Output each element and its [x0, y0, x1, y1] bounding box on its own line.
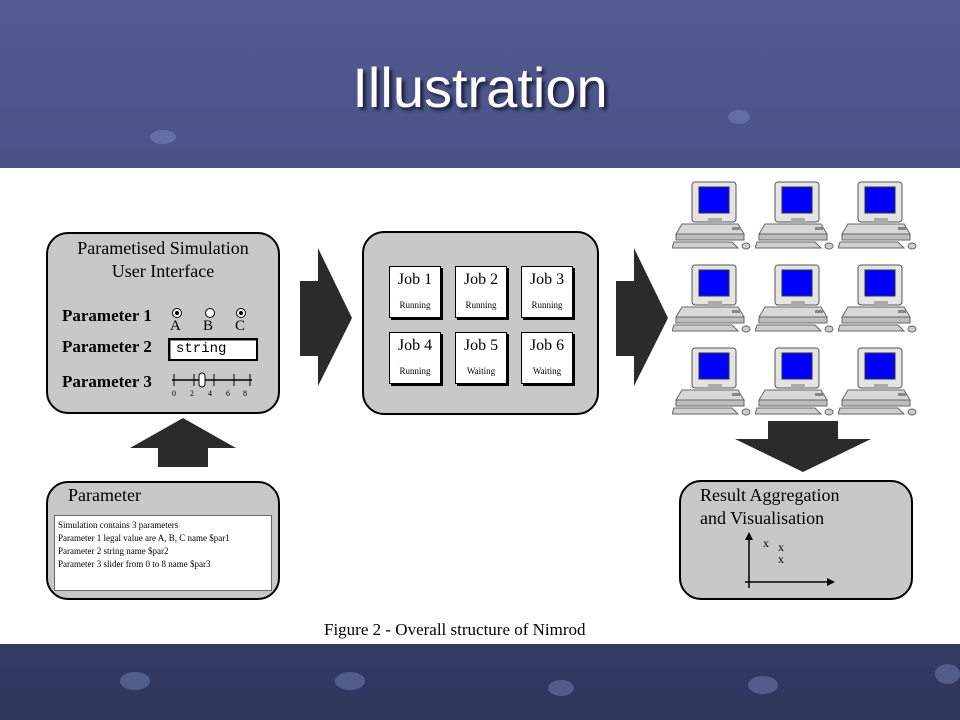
result-panel-title-line1: Result Aggregation [700, 485, 840, 505]
computer-icon [672, 347, 751, 416]
slider-tick-label: 6 [226, 389, 230, 398]
job-name: Job 1 [397, 271, 433, 288]
slider-tick-labels: 0 2 4 6 8 [169, 389, 259, 399]
decor-bubble [728, 110, 750, 124]
result-panel: Result Aggregation and Visualisation x x… [679, 480, 913, 600]
job-status: Running [399, 300, 431, 310]
result-point: x [778, 552, 784, 566]
result-point: x [763, 536, 769, 550]
decor-bubble [120, 672, 150, 690]
decor-bubble [748, 676, 778, 694]
result-point: x [778, 540, 784, 554]
job-card: Job 1 Running [389, 266, 441, 318]
slide-title: Illustration [352, 56, 608, 119]
computer-icon [838, 347, 917, 416]
param3-slider[interactable] [168, 370, 258, 390]
job-card: Job 6 Waiting [521, 332, 573, 384]
option-b-label: B [203, 318, 214, 334]
job-card: Job 3 Running [521, 266, 573, 318]
option-a-label: A [170, 318, 181, 334]
right-arrow [300, 248, 352, 386]
slider-tick-label: 2 [190, 389, 194, 398]
job-name: Job 5 [463, 337, 499, 354]
down-arrow [735, 421, 871, 472]
radio-b[interactable] [205, 308, 215, 318]
decor-bubble [150, 130, 176, 144]
parameter-text-box: Simulation contains 3 parameters Paramet… [54, 515, 272, 591]
slider-tick-label: 8 [243, 389, 247, 398]
job-card: Job 5 Waiting [455, 332, 507, 384]
radio-a[interactable] [172, 308, 182, 318]
job-status: Waiting [532, 366, 562, 376]
computer-grid [672, 178, 932, 428]
job-status: Waiting [466, 366, 496, 376]
job-name: Job 4 [397, 337, 433, 354]
radio-c[interactable] [236, 308, 246, 318]
param1-label: Parameter 1 [62, 306, 152, 325]
job-status: Running [465, 300, 497, 310]
string-input-value: string [176, 341, 227, 357]
computer-icon [755, 347, 834, 416]
parameter-panel: Parameter Simulation contains 3 paramete… [46, 481, 280, 600]
computer-icon [838, 181, 917, 250]
job-status: Running [399, 366, 431, 376]
computer-icon [672, 264, 751, 333]
figure-caption: Figure 2 - Overall structure of Nimrod [324, 620, 586, 639]
up-arrow [130, 418, 236, 467]
job-name: Job 2 [463, 271, 499, 288]
slider-tick-label: 0 [172, 389, 176, 398]
parameter-text-line: Simulation contains 3 parameters [58, 520, 179, 530]
parameter-text-line: Parameter 3 slider from 0 to 8 name $par… [58, 559, 211, 569]
computer-icon [838, 264, 917, 333]
right-arrow [616, 248, 668, 386]
computer-icon [755, 264, 834, 333]
param2-label: Parameter 2 [62, 337, 152, 356]
option-c-label: C [235, 318, 246, 334]
parameter-text-line: Parameter 2 string name $par2 [58, 546, 169, 556]
slider-tick-label: 4 [208, 389, 212, 398]
ui-panel-title-line2: User Interface [111, 261, 215, 281]
param3-label: Parameter 3 [62, 372, 152, 391]
computer-icon [755, 181, 834, 250]
nimrod-figure: Parametised Simulation User Interface Pa… [0, 168, 960, 644]
result-mini-plot [745, 532, 835, 588]
job-card: Job 4 Running [389, 332, 441, 384]
jobs-panel: Job 1 Running Job 2 Running Job 3 Runnin… [362, 231, 599, 415]
job-name: Job 6 [529, 337, 565, 354]
string-input[interactable]: string [168, 338, 258, 361]
ui-panel-title-line1: Parametised Simulation [77, 238, 249, 258]
decor-bubble [548, 680, 574, 696]
job-card: Job 2 Running [455, 266, 507, 318]
ui-panel: Parametised Simulation User Interface Pa… [46, 232, 280, 414]
job-name: Job 3 [529, 271, 565, 288]
computer-icon [672, 181, 751, 250]
decor-bubble [935, 664, 960, 684]
decor-bubble [335, 672, 365, 690]
job-status: Running [531, 300, 563, 310]
parameter-text-line: Parameter 1 legal value are A, B, C name… [58, 533, 230, 543]
parameter-panel-title: Parameter [68, 485, 141, 505]
result-panel-title-line2: and Visualisation [700, 508, 825, 528]
